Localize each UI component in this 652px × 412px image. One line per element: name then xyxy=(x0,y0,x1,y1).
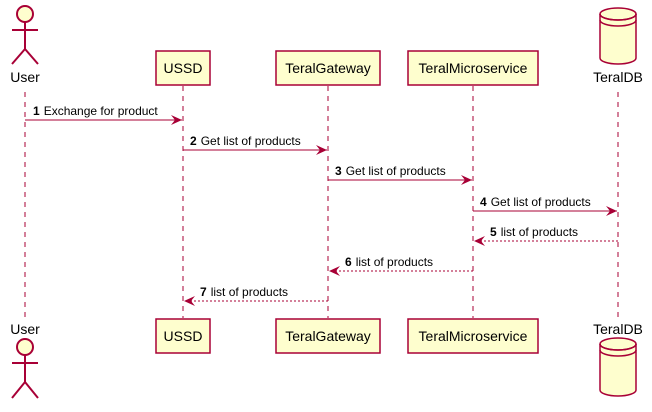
user-actor-footer-icon xyxy=(11,338,39,399)
participant-label-teralgateway: TeralGateway xyxy=(285,60,371,76)
user-actor-icon xyxy=(11,5,39,65)
database-icon xyxy=(599,7,637,65)
participants-top: User USSD TeralGateway TeralMicroservice… xyxy=(10,5,643,86)
participant-footer-label-teralmicroservice: TeralMicroservice xyxy=(419,328,528,344)
participant-label-teralmicroservice: TeralMicroservice xyxy=(419,60,528,76)
participant-box-teralmicroservice: TeralMicroservice xyxy=(407,50,539,86)
participant-footer-box-teralgateway: TeralGateway xyxy=(275,318,381,354)
participant-box-ussd: USSD xyxy=(155,50,211,86)
participant-footer-label-ussd: USSD xyxy=(164,328,203,344)
participant-footer-box-ussd: USSD xyxy=(155,318,211,354)
participant-footer-label-teralgateway: TeralGateway xyxy=(285,328,371,344)
database-footer-icon xyxy=(599,337,637,397)
participant-label-user: User xyxy=(10,69,40,85)
participant-footer-box-teralmicroservice: TeralMicroservice xyxy=(407,318,539,354)
participants-bottom: User USSD TeralGateway TeralMicroservice… xyxy=(10,318,643,399)
participant-label-ussd: USSD xyxy=(164,60,203,76)
lifelines xyxy=(24,86,619,318)
participant-label-teraldb: TeralDB xyxy=(593,69,643,85)
participant-footer-label-teraldb: TeralDB xyxy=(593,321,643,337)
participant-footer-label-user: User xyxy=(10,321,40,337)
participant-box-teralgateway: TeralGateway xyxy=(275,50,381,86)
